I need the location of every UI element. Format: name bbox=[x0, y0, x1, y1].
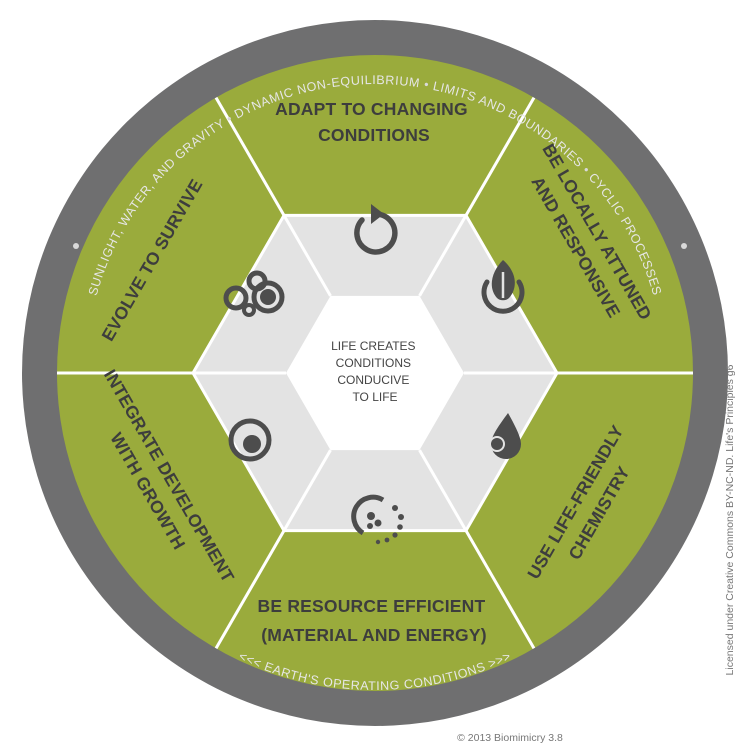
segment-divider bbox=[208, 86, 286, 217]
water-drop-icon bbox=[489, 413, 521, 459]
center-caption: LIFE CREATES CONDITIONS CONDUCIVE TO LIF… bbox=[331, 339, 419, 404]
ring-dot-left bbox=[73, 243, 79, 249]
segment-divider bbox=[464, 86, 542, 217]
hex-spoke bbox=[282, 449, 332, 532]
center-line: CONDITIONS bbox=[336, 356, 411, 370]
dotted-spiral-icon bbox=[351, 494, 404, 545]
center-hexagon bbox=[286, 295, 464, 451]
hex-spoke bbox=[418, 449, 468, 532]
hex-spoke bbox=[282, 214, 332, 297]
segment-label-adapt: ADAPT TO CHANGING CONDITIONS bbox=[275, 99, 473, 145]
ring-dot-right bbox=[681, 243, 687, 249]
center-line: CONDUCIVE bbox=[337, 373, 409, 387]
segment-divider bbox=[464, 529, 542, 660]
segment-divider bbox=[208, 529, 286, 660]
license-text: Licensed under Creative Commons BY-NC-ND… bbox=[724, 364, 736, 675]
nested-circle-icon bbox=[228, 418, 272, 462]
center-line: LIFE CREATES bbox=[331, 339, 415, 353]
segment-label-resource: BE RESOURCE EFFICIENT (MATERIAL AND ENER… bbox=[258, 596, 491, 645]
hex-spoke bbox=[418, 214, 468, 297]
bubble-cluster-icon bbox=[223, 270, 285, 317]
center-line: TO LIFE bbox=[352, 390, 397, 404]
copyright-text: © 2013 Biomimicry 3.8 bbox=[457, 732, 563, 744]
leaf-flame-icon bbox=[481, 260, 525, 314]
cycle-arrow-icon bbox=[354, 204, 398, 255]
ring-separator: • bbox=[423, 77, 435, 92]
